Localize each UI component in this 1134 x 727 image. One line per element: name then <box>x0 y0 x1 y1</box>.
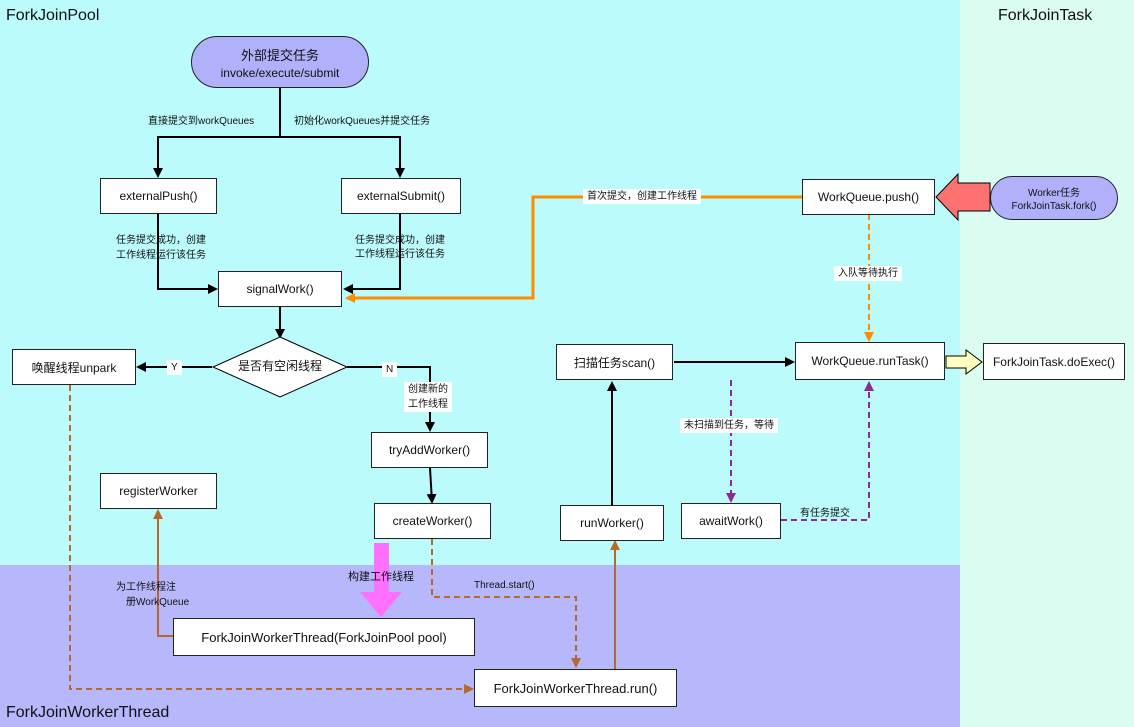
forkjointask-title: ForkJoinTask <box>998 7 1093 24</box>
doexec-node: ForkJoinTask.doExec() <box>983 343 1125 380</box>
init-submit-label: 初始化workQueues并提交任务 <box>294 116 431 127</box>
create-new-label-2: 工作线程 <box>404 397 452 412</box>
enqueue-wait-label: 入队等待执行 <box>834 266 902 281</box>
worker-run-node: ForkJoinWorkerThread.run() <box>474 669 677 707</box>
tryaddworker-node: tryAddWorker() <box>371 432 488 468</box>
edge-unpark-to-run <box>69 385 474 694</box>
yes-label: Y <box>167 360 182 375</box>
direct-submit-label: 直接提交到workQueues <box>148 116 255 127</box>
forkjoinpool-region <box>0 0 960 565</box>
worker-task-line2: ForkJoinTask.fork() <box>1011 201 1097 212</box>
task-submitted-label: 有任务提交 <box>800 508 850 519</box>
idle-decision-label: 是否有空闲线程 <box>237 359 322 373</box>
idle-decision-diamond <box>211 336 349 398</box>
thread-start-label: Thread.start() <box>474 580 535 591</box>
no-label: N <box>382 362 398 377</box>
worker-task-line1: Worker任务 <box>1027 188 1081 199</box>
workqueue-push-node: WorkQueue.push() <box>802 179 935 215</box>
forkjoinworkerthread-title: ForkJoinWorkerThread <box>6 704 170 721</box>
edge-tryadd-to-create <box>426 467 437 504</box>
build-worker-arrow <box>360 543 402 617</box>
signalwork-node: signalWork() <box>218 271 342 307</box>
scan-node: 扫描任务scan() <box>556 344 673 380</box>
build-worker-label: 构建工作线程 <box>348 571 414 583</box>
edge-register-worker <box>153 509 173 637</box>
edge-thread-start <box>431 539 581 668</box>
worker-task-arrow <box>935 172 991 222</box>
worker-task-pill: Worker任务 ForkJoinTask.fork() <box>990 176 1118 220</box>
edge-to-externalsubmit <box>280 136 405 178</box>
register-label-2: 册WorkQueue <box>126 597 190 608</box>
workqueue-runtask-node: WorkQueue.runTask() <box>795 342 945 380</box>
submit-success-label-1: 任务提交成功，创建 <box>355 235 445 246</box>
registerworker-node: registerWorker <box>100 473 217 509</box>
external-submit-pill: 外部提交任务 invoke/execute/submit <box>191 36 369 88</box>
push-success-label-2: 工作线程运行该任务 <box>116 250 206 261</box>
edge-submit-to-signal <box>343 214 401 294</box>
runworker-node: runWorker() <box>560 505 664 541</box>
externalsubmit-node: externalSubmit() <box>341 178 461 214</box>
forkjoinpool-title: ForkJoinPool <box>6 7 100 24</box>
wake-unpark-node: 唤醒线程unpark <box>12 349 136 385</box>
submit-success-label-2: 工作线程运行该任务 <box>355 249 445 260</box>
externalpush-node: externalPush() <box>100 178 217 214</box>
createworker-node: createWorker() <box>374 503 491 539</box>
exec-arrow <box>945 349 983 375</box>
edge-push-to-signal <box>157 214 218 294</box>
not-scanned-label: 未扫描到任务，等待 <box>680 418 778 433</box>
push-success-label-1: 任务提交成功，创建 <box>116 235 206 246</box>
edge-to-externalpush <box>153 87 281 178</box>
external-submit-line1: 外部提交任务 <box>240 47 319 63</box>
worker-constructor-node: ForkJoinWorkerThread(ForkJoinPool pool) <box>173 618 475 656</box>
awaitwork-node: awaitWork() <box>681 503 781 539</box>
register-label-1: 为工作线程注 <box>116 582 176 593</box>
edge-await-to-runtask <box>781 381 874 521</box>
external-submit-line2: invoke/execute/submit <box>220 65 340 80</box>
create-new-label-1: 创建新的 <box>404 382 452 397</box>
first-submit-label: 首次提交，创建工作线程 <box>583 189 701 204</box>
